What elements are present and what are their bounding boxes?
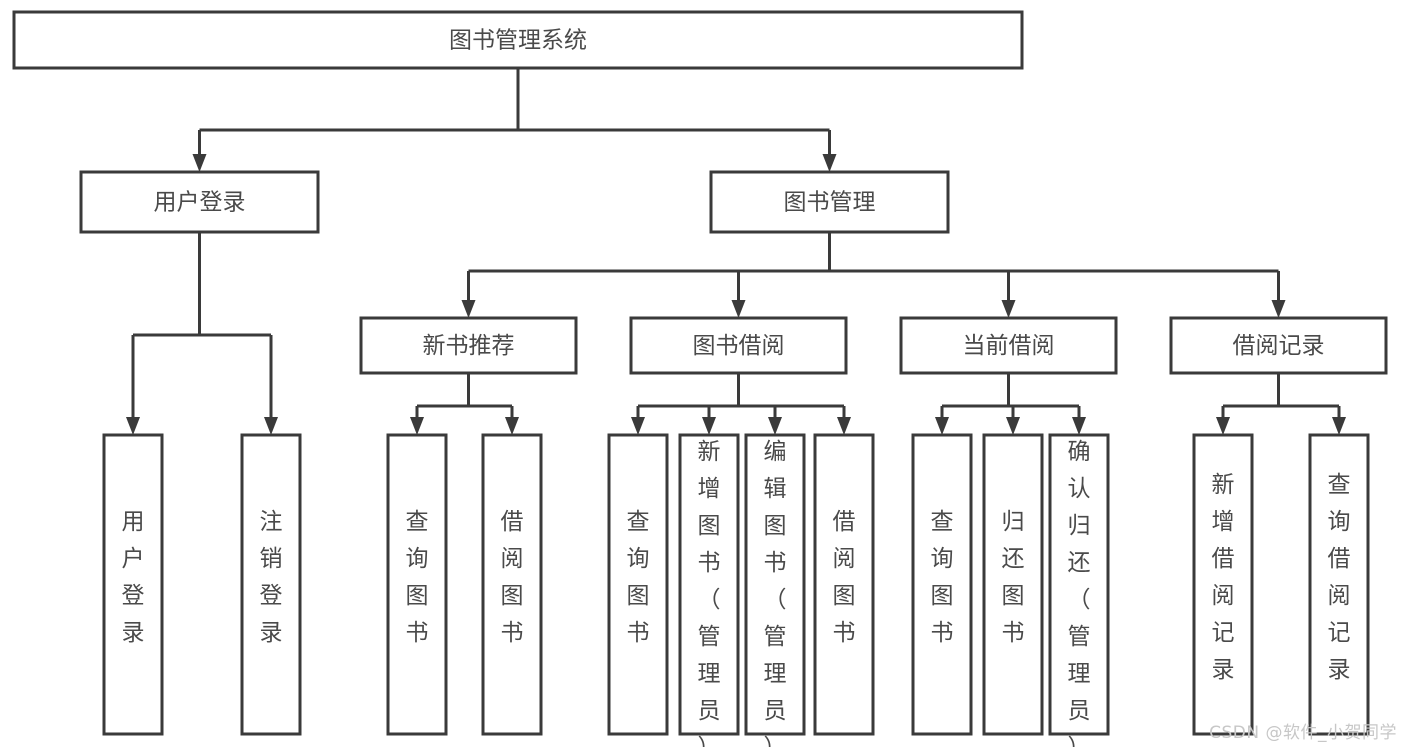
node-新书推荐[interactable]: 新书推荐 [359,316,578,375]
node-label: 查询图书 [406,509,429,646]
node-box [359,316,578,375]
node-借阅图书[interactable]: 借阅图书 [481,433,543,736]
node-box [813,433,875,736]
node-box [12,10,1024,70]
node-label: 当前借阅 [963,333,1055,359]
node-box [911,433,973,736]
arrow-head-icon [410,417,424,435]
arrow-head-icon [264,417,278,435]
node-label: 新增借阅记录 [1212,472,1235,683]
node-label: 图书管理系统 [449,28,587,54]
node-label: 确认归还（管理员） [1068,439,1091,747]
node-查询图书[interactable]: 查询图书 [607,433,669,736]
node-box [709,170,950,234]
node-box [678,433,740,736]
node-查询图书[interactable]: 查询图书 [911,433,973,736]
node-label: 查询借阅记录 [1328,472,1351,683]
node-box [899,316,1118,375]
node-box [1308,433,1370,736]
node-box [607,433,669,736]
node-box [79,170,320,234]
node-图书管理系统[interactable]: 图书管理系统 [12,10,1024,70]
arrow-head-icon [822,154,837,172]
node-box [386,433,448,736]
node-label: 注销登录 [260,509,283,646]
arrow-head-icon [1001,300,1016,318]
arrow-head-icon [461,300,476,318]
node-box [1169,316,1388,375]
node-label: 图书管理 [784,190,876,216]
arrow-head-icon [1332,417,1346,435]
arrow-head-icon [702,417,716,435]
node-box [1048,433,1110,736]
node-label: 借阅图书 [501,509,524,646]
arrow-head-icon [1216,417,1230,435]
node-label: 归还图书 [1002,509,1025,646]
node-layer: 图书管理系统用户登录用户登录注销登录图书管理新书推荐查询图书借阅图书图书借阅查询… [12,10,1388,747]
node-新增图书管理员[interactable]: 新增图书（管理员） [678,433,740,747]
arrow-head-icon [837,417,851,435]
node-借阅记录[interactable]: 借阅记录 [1169,316,1388,375]
node-label: 图书借阅 [693,333,785,359]
arrow-head-icon [631,417,645,435]
node-label: 编辑图书（管理员） [764,439,787,747]
node-box [982,433,1044,736]
node-注销登录[interactable]: 注销登录 [240,433,302,736]
node-查询借阅记录[interactable]: 查询借阅记录 [1308,433,1370,736]
node-label: 新书推荐 [423,333,515,359]
arrow-head-icon [192,154,207,172]
node-box [102,433,164,736]
node-图书借阅[interactable]: 图书借阅 [629,316,848,375]
node-label: 新增图书（管理员） [698,439,721,747]
arrow-head-icon [731,300,746,318]
node-box [744,433,806,736]
node-box [240,433,302,736]
arrow-head-icon [1072,417,1086,435]
node-label: 查询图书 [931,509,954,646]
node-确认归还管理员[interactable]: 确认归还（管理员） [1048,433,1110,747]
node-当前借阅[interactable]: 当前借阅 [899,316,1118,375]
node-归还图书[interactable]: 归还图书 [982,433,1044,736]
node-label: 借阅图书 [833,509,856,646]
arrow-head-icon [935,417,949,435]
node-用户登录[interactable]: 用户登录 [102,433,164,736]
node-label: 用户登录 [154,190,246,216]
node-查询图书[interactable]: 查询图书 [386,433,448,736]
node-label: 借阅记录 [1233,333,1325,359]
node-box [1192,433,1254,736]
node-编辑图书管理员[interactable]: 编辑图书（管理员） [744,433,806,747]
arrow-head-icon [1271,300,1286,318]
node-用户登录[interactable]: 用户登录 [79,170,320,234]
connector-layer [126,68,1346,435]
node-label: 用户登录 [122,509,145,646]
node-借阅图书[interactable]: 借阅图书 [813,433,875,736]
arrow-head-icon [1006,417,1020,435]
node-图书管理[interactable]: 图书管理 [709,170,950,234]
arrow-head-icon [126,417,140,435]
node-新增借阅记录[interactable]: 新增借阅记录 [1192,433,1254,736]
node-box [481,433,543,736]
arrow-head-icon [768,417,782,435]
node-label: 查询图书 [627,509,650,646]
node-box [629,316,848,375]
arrow-head-icon [505,417,519,435]
